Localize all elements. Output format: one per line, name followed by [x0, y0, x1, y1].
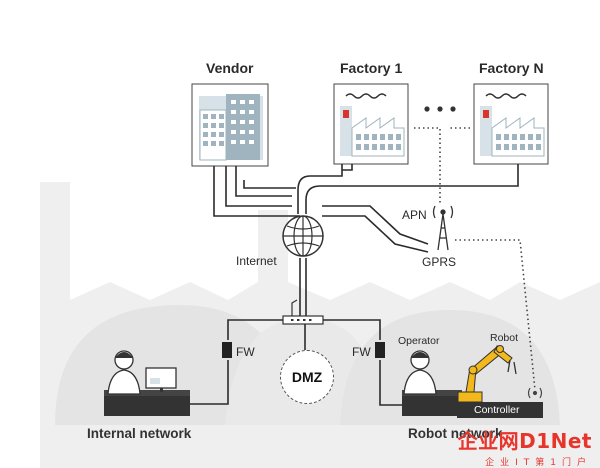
internet-connections: [213, 164, 519, 316]
factory-n-label: Factory N: [479, 60, 544, 76]
dmz-zone: DMZ: [280, 350, 334, 404]
vendor-building-icon: [191, 83, 269, 167]
d1net-watermark: 企业网D1Net 企业IT第1门户: [458, 425, 592, 468]
controller-wireless-icon: [527, 387, 543, 399]
gprs-label: GPRS: [422, 255, 457, 269]
factory-n-icon: [473, 83, 549, 165]
firewall-right-icon: [375, 342, 385, 358]
more-factories-ellipsis: [424, 106, 456, 112]
fw-right-label: FW: [352, 345, 371, 359]
factory-1-label: Factory 1: [340, 60, 403, 76]
watermark-tagline: 企业IT第1门户: [485, 458, 592, 468]
wireless-links: [414, 127, 536, 391]
robot-network-dome: [340, 310, 560, 425]
robot-label: Robot: [490, 332, 519, 344]
internet-label: Internet: [236, 254, 277, 268]
robot-network-label: Robot network: [408, 426, 503, 441]
robot-arm-icon: [457, 345, 517, 403]
gprs-tower-icon: [432, 205, 454, 251]
watermark-logo: 企业网D1Net: [457, 429, 592, 453]
dmz-label: DMZ: [291, 369, 323, 385]
apn-label: APN: [402, 208, 427, 222]
controller-label: Controller: [474, 404, 520, 416]
vendor-label: Vendor: [206, 60, 254, 76]
controller-box: [457, 402, 543, 418]
factory-1-icon: [333, 83, 409, 165]
internal-network-label: Internal network: [87, 426, 192, 441]
internal-workstation-icon: [104, 350, 190, 416]
firewall-left-icon: [222, 342, 232, 358]
internet-globe-icon: [282, 215, 324, 257]
operator-workstation-icon: [402, 350, 462, 416]
operator-label: Operator: [398, 335, 440, 347]
fw-left-label: FW: [236, 345, 255, 359]
